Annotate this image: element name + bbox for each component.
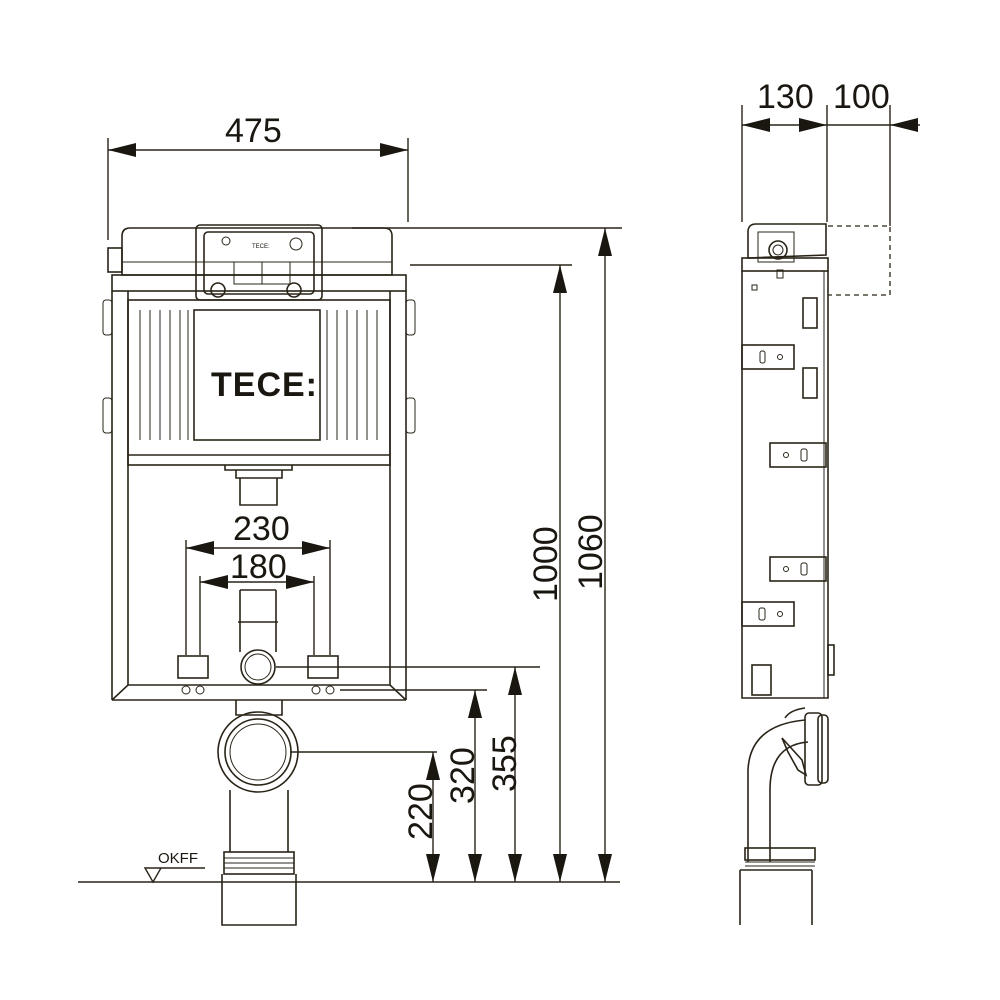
drain-holder xyxy=(235,700,283,716)
cistern-lid xyxy=(121,227,393,276)
side-frame xyxy=(741,271,829,699)
dimension-130: 130 xyxy=(741,78,828,222)
control-panel: TECE: xyxy=(195,224,323,301)
rail-clips xyxy=(102,299,416,434)
flush-outlet xyxy=(240,649,276,685)
cistern-depth-outline xyxy=(828,225,891,296)
tank-ribs xyxy=(139,310,378,440)
side-drain-elbow xyxy=(747,719,809,862)
flush-pipe xyxy=(238,589,278,652)
okff-label: OKFF xyxy=(158,850,198,867)
side-cistern-top xyxy=(747,223,827,259)
logo-plate xyxy=(193,309,321,441)
dimension-320: 320 xyxy=(340,689,487,882)
cistern-rim xyxy=(111,274,407,292)
svg-text:1060: 1060 xyxy=(572,514,610,590)
floor-marker-icon xyxy=(143,867,205,884)
side-valve xyxy=(107,247,123,273)
svg-text:180: 180 xyxy=(230,548,287,586)
side-clip xyxy=(802,297,818,329)
drain-pipe xyxy=(229,790,289,852)
side-brackets xyxy=(741,344,827,627)
dimension-180: 180 xyxy=(199,548,315,655)
dimension-100: 100 xyxy=(827,78,920,226)
frame-rails xyxy=(111,291,407,700)
side-flush-connector xyxy=(804,712,823,786)
bracket-left xyxy=(177,655,209,679)
svg-text:130: 130 xyxy=(757,78,814,116)
dimension-230: 230 xyxy=(185,510,331,655)
side-view xyxy=(739,223,835,925)
frame-foot xyxy=(111,684,407,701)
svg-text:355: 355 xyxy=(486,735,524,792)
svg-text:230: 230 xyxy=(233,510,290,548)
dimension-220: 220 xyxy=(290,751,440,882)
panel-logo: TECE: xyxy=(252,244,270,250)
front-view: TECE: TECE: xyxy=(102,224,416,926)
dimension-475: 475 xyxy=(107,112,409,240)
cistern-outlet xyxy=(224,465,293,506)
svg-text:1000: 1000 xyxy=(527,526,565,602)
dimension-1000: 1000 xyxy=(410,264,572,882)
svg-text:320: 320 xyxy=(444,747,482,804)
tece-logo: TECE: xyxy=(211,366,318,404)
fixing-holes xyxy=(181,685,335,695)
dimension-355: 355 xyxy=(276,666,540,882)
svg-text:100: 100 xyxy=(833,78,890,116)
cistern-tank xyxy=(127,299,391,466)
drain-stub xyxy=(221,874,297,926)
svg-text:475: 475 xyxy=(225,112,282,150)
svg-text:220: 220 xyxy=(402,783,440,840)
dimension-1060: 1060 xyxy=(352,227,622,882)
side-drain-ring xyxy=(744,847,816,861)
